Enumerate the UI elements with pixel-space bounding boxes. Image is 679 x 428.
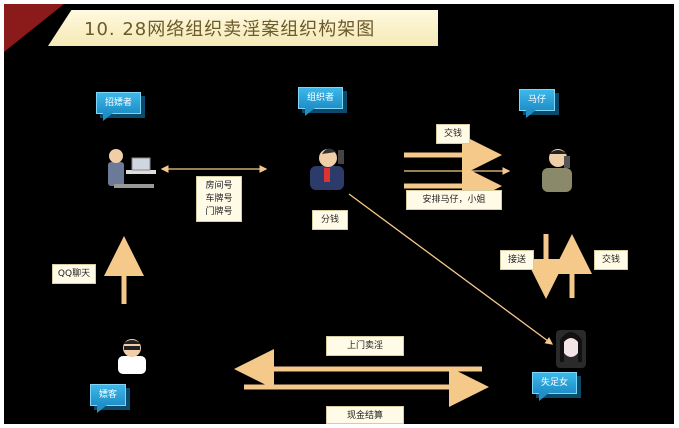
node-client: 嫖客 [90,384,127,413]
label-hand-over-money: 交钱 [436,124,470,144]
label-cash-settle: 现金结算 [326,406,404,424]
diagram-title: 10. 28网络组织卖淫案组织构架图 [84,19,376,40]
arrow-organizer-sexworker [348,193,554,345]
label-qq-chat: QQ聊天 [52,264,96,284]
title-band: 10. 28网络组织卖淫案组织构架图 [4,4,674,52]
client-person-icon [118,339,146,374]
bookkeeper-person-icon [108,149,156,188]
node-runner: 马仔 [519,89,556,118]
label-home-service: 上门卖淫 [326,336,404,356]
label-hand-over-money-2: 交钱 [594,250,628,270]
label-room-info: 房间号 车牌号 门牌号 [196,176,242,222]
label-split-money: 分钱 [312,210,348,230]
node-bookkeeper: 招嫖者 [96,92,142,121]
title-box [48,10,438,46]
label-arrange: 安排马仔，小姐 [406,190,502,210]
node-sexworker: 失足女 [532,372,578,401]
diagram-slide: 10. 28网络组织卖淫案组织构架图 招嫖者 [4,4,674,424]
connector-arrows [104,135,592,407]
label-deliver: 接送 [500,250,534,270]
node-organizer: 组织者 [298,87,344,116]
organizer-person-icon [310,148,344,190]
runner-person-icon [542,149,572,192]
sexworker-person-icon [556,330,586,368]
